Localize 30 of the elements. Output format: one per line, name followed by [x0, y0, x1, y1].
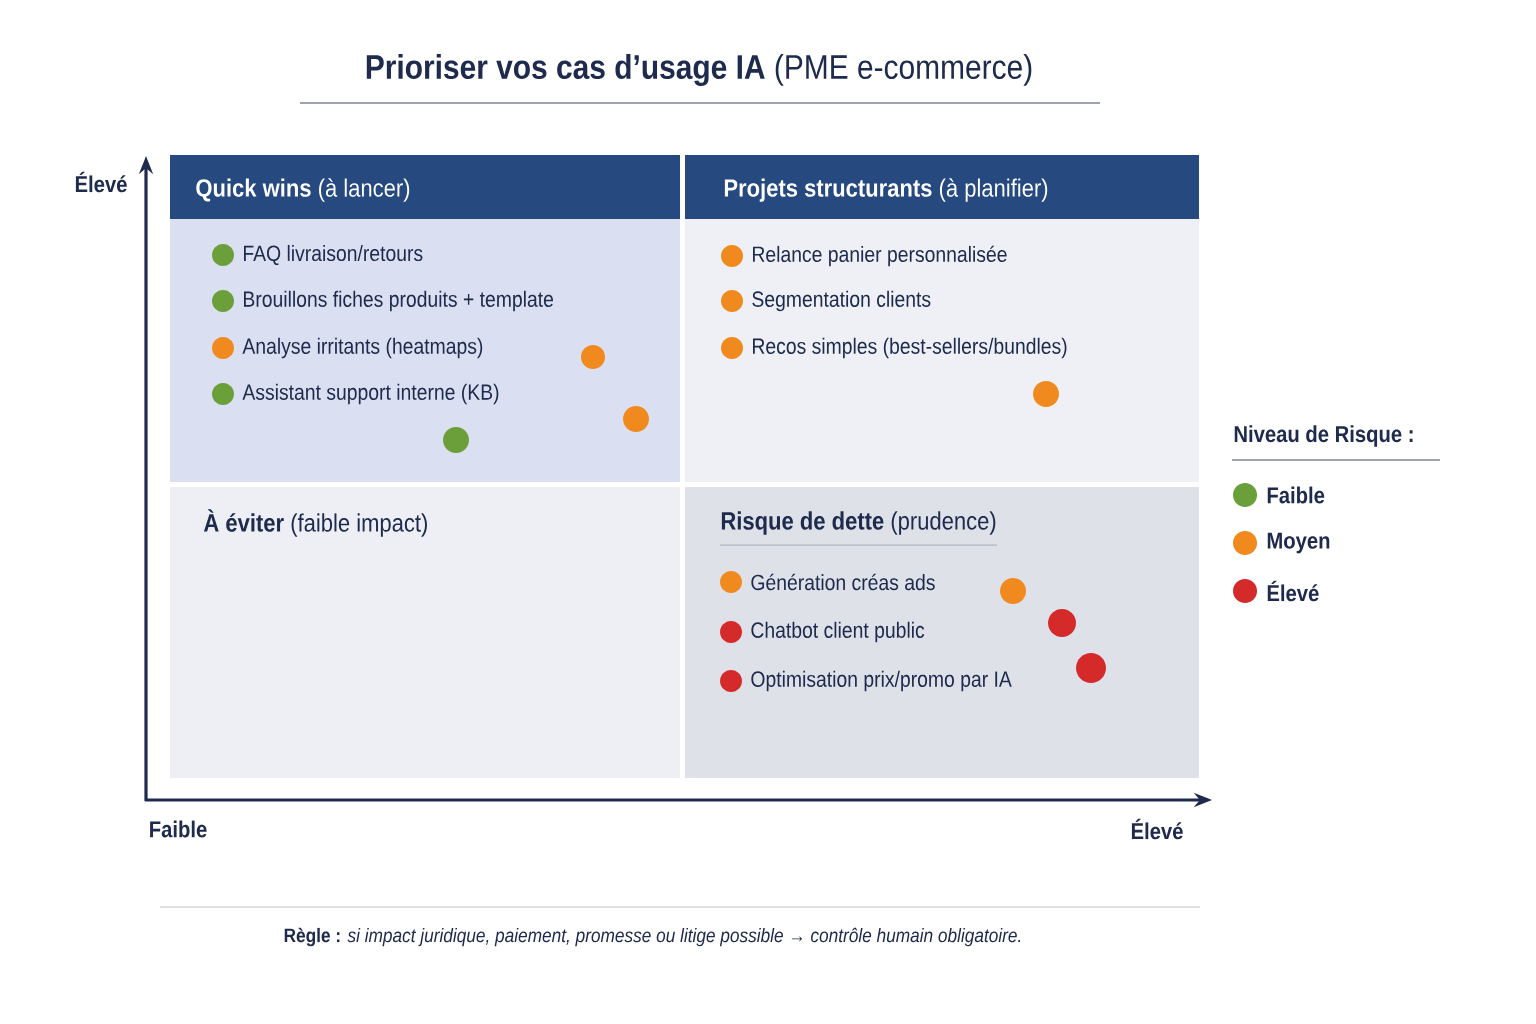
risk-dot — [1000, 578, 1026, 604]
item-label: Assistant support interne (KB) — [242, 383, 499, 405]
quadrant-heading: À éviter (faible impact) — [203, 509, 427, 537]
item-label: Analyse irritants (heatmaps) — [242, 337, 483, 359]
item-label: FAQ livraison/retours — [244, 244, 423, 266]
legend-label: Faible — [1267, 486, 1325, 504]
risk-dot — [443, 427, 469, 453]
risk-dot — [1076, 653, 1106, 683]
item-label: Chatbot client public — [751, 621, 925, 643]
axis-label: Élevé — [1131, 818, 1183, 840]
risk-dot — [1048, 609, 1076, 637]
rule-note: Règle : si impact juridique, paiement, promesse ou litige possible → contrôle humain obligatoire. — [284, 927, 1021, 947]
item-label: Relance panier personnalisée — [753, 245, 1007, 267]
quadrant-heading: Quick wins (à lancer) — [196, 178, 410, 202]
title: Prioriser vos cas d’usage IA (PME e-commerce) — [366, 54, 1032, 86]
risk-dot — [623, 406, 649, 432]
quadrant-heading: Risque de dette (prudence) — [721, 511, 996, 535]
quadrant-heading: Projets structurants (à planifier) — [724, 178, 1048, 202]
item-label: Génération créas ads — [751, 573, 935, 591]
legend-label: Élevé — [1267, 580, 1319, 602]
risk-dot — [581, 345, 605, 369]
item-label: Brouillons fiches produits + template — [244, 290, 554, 312]
risk-dot — [1033, 381, 1059, 407]
item-label: Segmentation clients — [752, 290, 931, 312]
item-label: Recos simples (best-sellers/bundles) — [753, 337, 1067, 359]
legend-title: Niveau de Risque : — [1234, 425, 1413, 447]
axis-label: Élevé — [75, 171, 127, 193]
legend-label: Moyen — [1267, 532, 1330, 554]
item-label: Optimisation prix/promo par IA — [751, 670, 1012, 692]
axis-label: Faible — [150, 820, 207, 838]
